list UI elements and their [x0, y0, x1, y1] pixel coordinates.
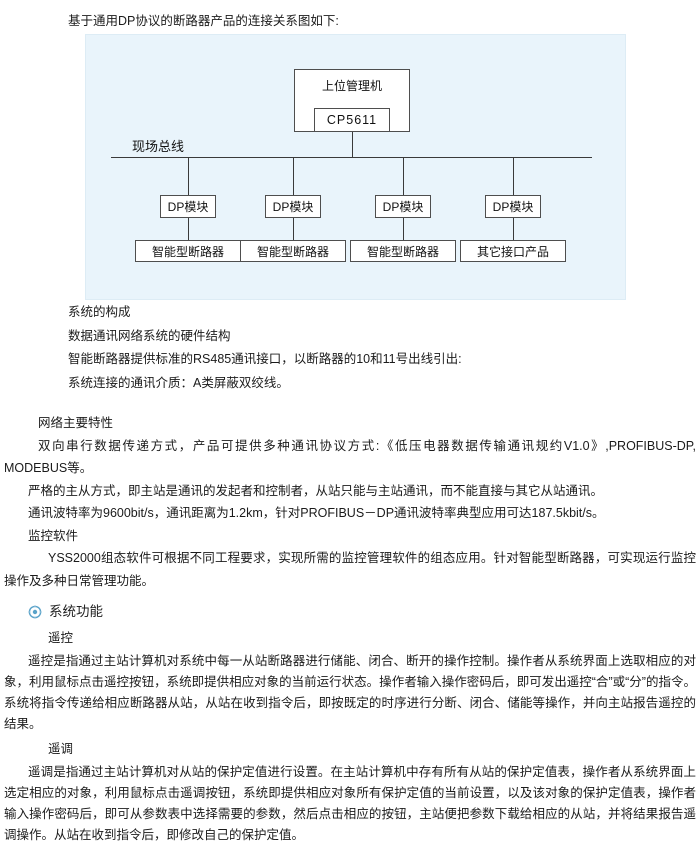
composition-line: 系统的构成 — [68, 305, 131, 319]
network-paragraph-1: 双向串行数据传递方式，产品可提供多种通讯协议方式:《低压电器数据传输通讯规约V1… — [4, 438, 696, 476]
device-box-4: 其它接口产品 — [460, 240, 566, 262]
section-bullet-icon — [28, 604, 42, 619]
host-label: 上位管理机 — [321, 79, 382, 93]
intro-text: 基于通用DP协议的断路器产品的连接关系图如下: — [68, 14, 339, 28]
network-section: 网络主要特性 双向串行数据传递方式，产品可提供多种通讯协议方式:《低压电器数据传… — [4, 412, 696, 592]
device-box-1: 智能型断路器 — [135, 240, 241, 262]
remote-control-paragraph: 遥控是指通过主站计算机对系统中每一从站断路器进行储能、闭合、断开的操作控制。操作… — [4, 654, 696, 731]
connector-module-2 — [293, 157, 294, 195]
network-subtitle: 监控软件 — [28, 528, 79, 543]
device-box-3: 智能型断路器 — [350, 240, 456, 262]
connector-module-1 — [188, 157, 189, 195]
connector-device-3 — [403, 218, 404, 240]
composition-line: 系统连接的通讯介质：A类屏蔽双绞线。 — [68, 375, 289, 390]
network-paragraph-3: 通讯波特率为9600bit/s，通讯距离为1.2km，针对PROFIBUS－DP… — [28, 506, 605, 520]
dp-module-box-2: DP模块 — [265, 195, 321, 218]
remote-adjust-subtitle: 遥调 — [48, 742, 74, 756]
device-box-2: 智能型断路器 — [240, 240, 346, 262]
dp-module-box-3: DP模块 — [375, 195, 431, 218]
composition-line: 智能断路器提供标准的RS485通讯接口，以断路器的10和11号出线引出: — [68, 352, 462, 366]
network-paragraph-2: 严格的主从方式，即主站是通讯的发起者和控制者，从站只能与主站通讯，而不能直接与其… — [28, 483, 604, 498]
fieldbus-line — [111, 157, 592, 158]
network-title: 网络主要特性 — [38, 416, 114, 430]
composition-block: 系统的构成 数据通讯网络系统的硬件结构 智能断路器提供标准的RS485通讯接口，… — [68, 301, 462, 395]
functions-section: 系统功能 遥控 遥控是指通过主站计算机对系统中每一从站断路器进行储能、闭合、断开… — [4, 601, 696, 846]
connector-module-4 — [513, 157, 514, 195]
connection-diagram: 上位管理机 CP5611 现场总线 DP模块 DP模块 DP模块 DP模块 智能… — [85, 34, 626, 300]
network-paragraph-4: YSS2000组态软件可根据不同工程要求，实现所需的监控管理软件的组态应用。针对… — [4, 551, 696, 588]
connector-module-3 — [403, 157, 404, 195]
fieldbus-label: 现场总线 — [132, 139, 185, 154]
composition-line: 数据通讯网络系统的硬件结构 — [68, 328, 231, 343]
connector-device-2 — [293, 218, 294, 240]
host-box: 上位管理机 CP5611 — [294, 69, 410, 132]
host-card-box: CP5611 — [314, 108, 390, 132]
functions-title: 系统功能 — [49, 604, 103, 619]
connector-host — [352, 132, 353, 157]
functions-header: 系统功能 — [28, 601, 696, 622]
connector-device-1 — [188, 218, 189, 240]
remote-adjust-paragraph: 遥调是指通过主站计算机对从站的保护定值进行设置。在主站计算机中存有所有从站的保护… — [4, 765, 696, 842]
remote-control-subtitle: 遥控 — [48, 631, 74, 645]
connector-device-4 — [513, 218, 514, 240]
dp-module-box-1: DP模块 — [160, 195, 216, 218]
dp-module-box-4: DP模块 — [485, 195, 541, 218]
